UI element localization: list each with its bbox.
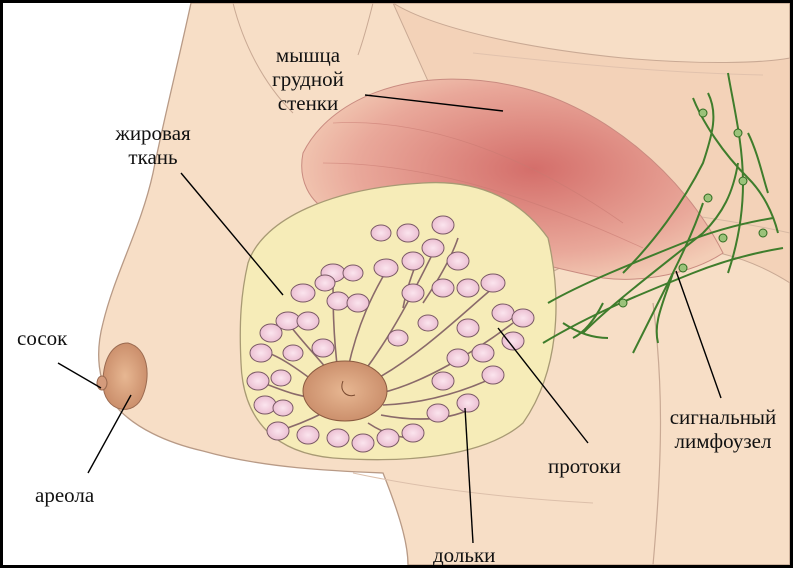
nipple <box>97 376 107 390</box>
label-muscle-line2: грудной <box>253 67 363 91</box>
label-node-line1: сигнальный <box>653 405 793 429</box>
areola-cross-section <box>303 361 387 421</box>
label-fat-line1: жировая <box>98 121 208 145</box>
label-areola: ареола <box>35 483 94 507</box>
label-muscle-line3: стенки <box>253 91 363 115</box>
leader-areola <box>88 395 131 473</box>
label-fat: жировая ткань <box>98 121 208 169</box>
label-nipple: сосок <box>17 326 67 350</box>
leader-nipple <box>58 363 101 388</box>
label-node: сигнальный лимфоузел <box>653 405 793 453</box>
label-muscle: мышца грудной стенки <box>253 43 363 115</box>
breast-anatomy-illustration <box>3 3 790 565</box>
label-lobules: дольки <box>433 543 495 567</box>
label-fat-line2: ткань <box>98 145 208 169</box>
label-ducts: протоки <box>548 454 621 478</box>
label-node-line2: лимфоузел <box>653 429 793 453</box>
label-muscle-line1: мышца <box>253 43 363 67</box>
